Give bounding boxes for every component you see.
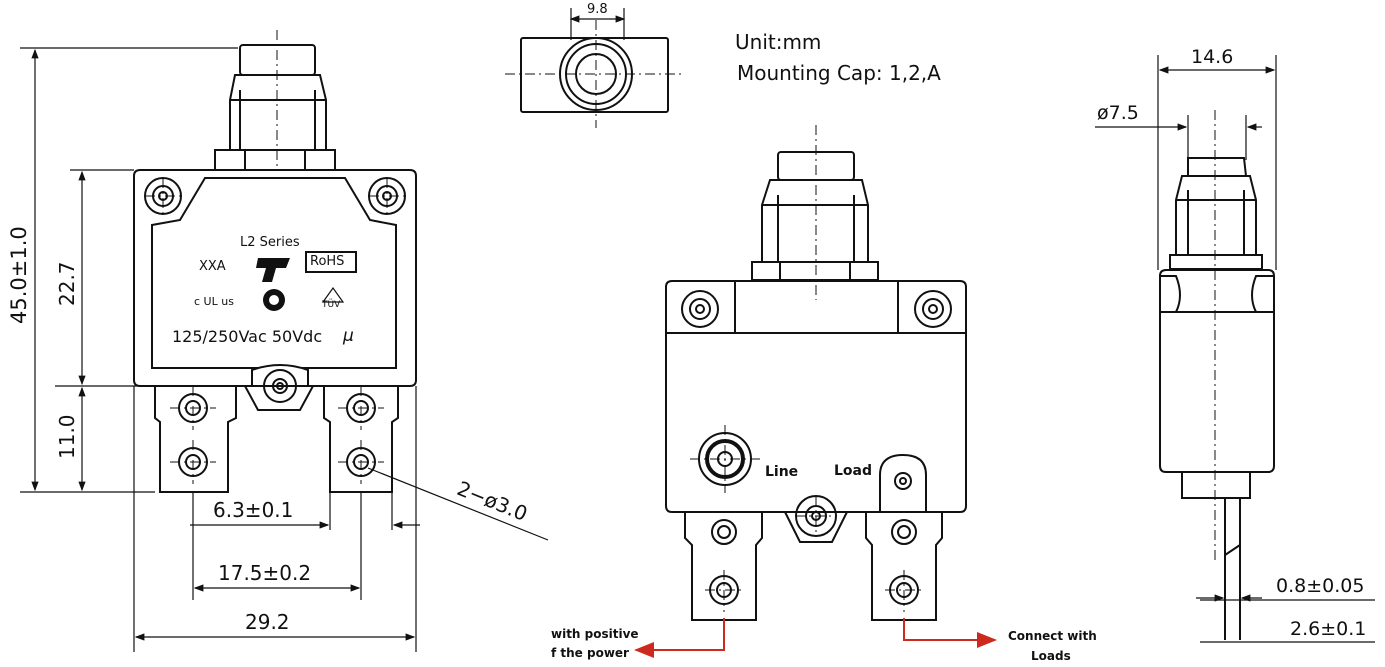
front-terminal-left	[154, 386, 237, 493]
dim-top-view: 9.8	[587, 2, 608, 17]
dim-height-body: 22.7	[55, 261, 79, 306]
back-body	[665, 280, 967, 513]
dim-terminal: 11.0	[55, 414, 79, 459]
ts-logo	[256, 258, 290, 282]
dim-side-offset: 2.6±0.1	[1290, 618, 1367, 640]
positive-label-2: f the power	[551, 646, 629, 660]
mu-label: μ	[343, 326, 354, 346]
front-button-stem	[229, 74, 327, 151]
front-nut	[214, 149, 336, 171]
back-nut	[751, 261, 879, 281]
load-tab	[879, 453, 927, 512]
line-label: Line	[765, 464, 799, 480]
side-view	[1095, 55, 1375, 643]
dim-side-width: 14.6	[1191, 46, 1234, 68]
loads-label-1: Connect with	[1008, 629, 1097, 643]
dim-terminal-spacing: 17.5±0.2	[218, 561, 312, 585]
side-button	[1187, 157, 1248, 177]
positive-arrow	[634, 618, 725, 658]
tuv-label: TÜV	[322, 300, 341, 310]
back-view	[634, 125, 997, 658]
dim-width: 29.2	[245, 610, 290, 634]
loads-label-2: Loads	[1031, 649, 1071, 663]
tuv-mark	[321, 286, 345, 303]
front-center-nut	[244, 385, 314, 411]
front-view	[20, 30, 549, 652]
top-view	[505, 8, 685, 128]
top-mount-plate	[520, 37, 669, 113]
series-label: L2 Series	[240, 235, 300, 250]
ul-label: c UL us	[194, 295, 234, 308]
side-body	[1159, 269, 1275, 473]
loads-arrow	[903, 618, 997, 648]
rohs-label: RoHS	[310, 254, 345, 269]
load-label: Load	[834, 463, 873, 479]
unit-note: Unit:mm	[735, 30, 822, 54]
front-body	[133, 169, 417, 387]
rohs-box	[305, 251, 357, 273]
positive-label-1: with positive	[551, 627, 639, 641]
side-nut	[1169, 254, 1263, 270]
dim-height-total: 45.0±1.0	[7, 226, 31, 324]
dim-side-diameter: ø7.5	[1097, 102, 1139, 124]
dim-terminal-width: 6.3±0.1	[213, 498, 294, 522]
model-label: XXA	[199, 259, 226, 274]
mounting-note: Mounting Cap: 1,2,A	[737, 61, 941, 85]
dim-side-thickness: 0.8±0.05	[1276, 575, 1365, 597]
rating-label: 125/250Vac 50Vdc	[172, 327, 323, 346]
